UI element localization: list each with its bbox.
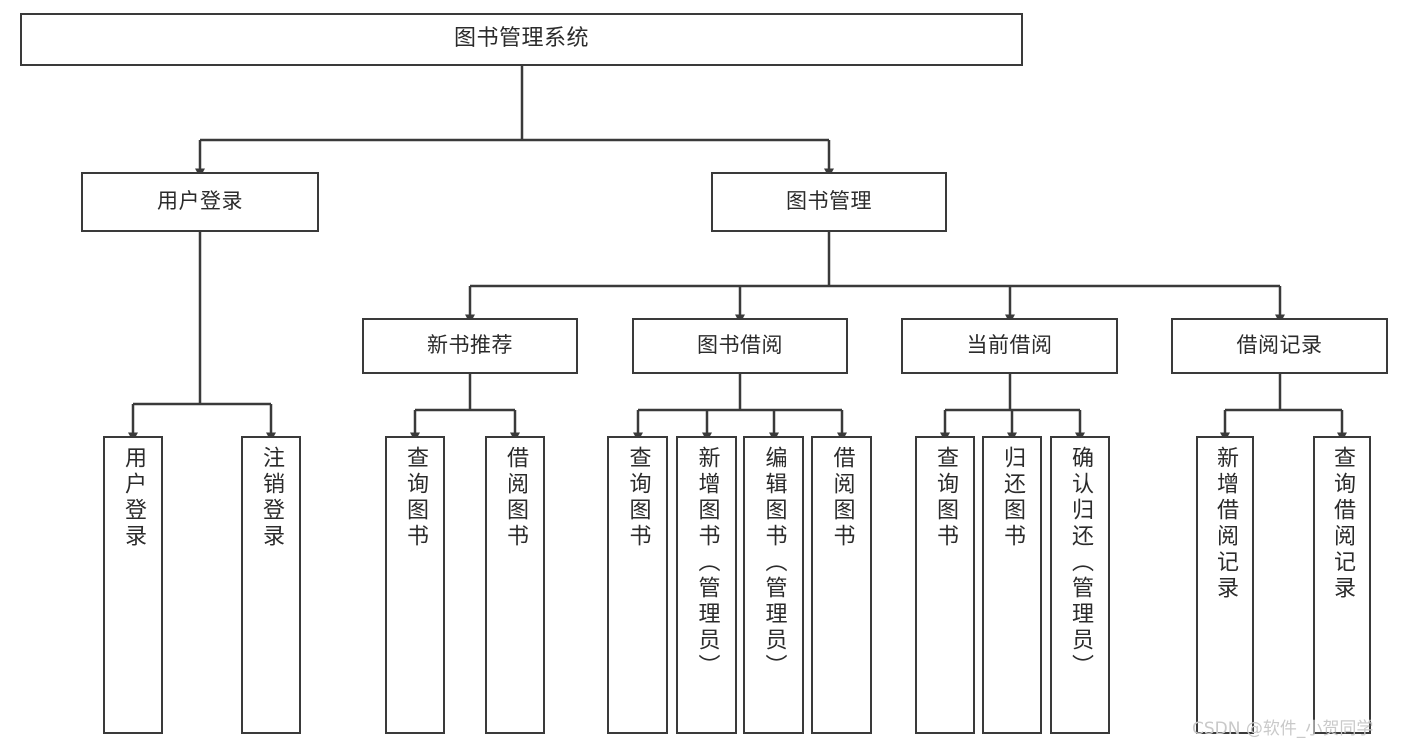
- node-label: 查询图书: [933, 446, 958, 550]
- node-leaf-12[interactable]: 新增借阅记录: [1196, 436, 1254, 734]
- node-root[interactable]: 图书管理系统: [20, 13, 1023, 66]
- node-leaf-1[interactable]: 用户登录: [103, 436, 163, 734]
- node-leaf-11[interactable]: 确认归还（管理员）: [1050, 436, 1110, 734]
- node-label: 用户登录: [157, 189, 243, 214]
- node-label: 新书推荐: [427, 333, 513, 358]
- node-label: 归还图书: [1000, 446, 1025, 550]
- node-label: 查询图书: [403, 446, 428, 550]
- node-label: 图书管理系统: [453, 26, 589, 52]
- node-bookmgmt[interactable]: 图书管理: [711, 172, 947, 232]
- node-leaf-7[interactable]: 编辑图书（管理员）: [743, 436, 804, 734]
- node-leaf-4[interactable]: 借阅图书: [485, 436, 545, 734]
- node-label: 借阅图书: [829, 446, 855, 550]
- node-current[interactable]: 当前借阅: [901, 318, 1118, 374]
- node-leaf-9[interactable]: 查询图书: [915, 436, 975, 734]
- node-label: 图书管理: [786, 189, 872, 214]
- node-records[interactable]: 借阅记录: [1171, 318, 1388, 374]
- node-label: 注销登录: [259, 446, 284, 550]
- node-label: 新增借阅记录: [1213, 446, 1238, 602]
- node-label: 图书借阅: [697, 333, 783, 358]
- node-label: 查询图书: [625, 446, 651, 550]
- node-borrow[interactable]: 图书借阅: [632, 318, 848, 374]
- node-leaf-13[interactable]: 查询借阅记录: [1313, 436, 1371, 734]
- node-label: 编辑图书（管理员）: [761, 446, 787, 680]
- node-label: 当前借阅: [966, 333, 1053, 358]
- node-label: 借阅图书: [503, 446, 528, 550]
- node-label: 确认归还（管理员）: [1068, 446, 1093, 680]
- node-leaf-2[interactable]: 注销登录: [241, 436, 301, 734]
- node-login[interactable]: 用户登录: [81, 172, 319, 232]
- node-label: 新增图书（管理员）: [694, 446, 720, 680]
- node-leaf-10[interactable]: 归还图书: [982, 436, 1042, 734]
- node-leaf-3[interactable]: 查询图书: [385, 436, 445, 734]
- node-leaf-6[interactable]: 新增图书（管理员）: [676, 436, 737, 734]
- node-leaf-8[interactable]: 借阅图书: [811, 436, 872, 734]
- csdn-watermark: CSDN @软件_小贺同学: [1192, 719, 1374, 739]
- node-label: 用户登录: [121, 446, 146, 550]
- node-leaf-5[interactable]: 查询图书: [607, 436, 668, 734]
- edge-paths: [128, 66, 1347, 442]
- node-newbook[interactable]: 新书推荐: [362, 318, 578, 374]
- node-label: 查询借阅记录: [1330, 446, 1355, 602]
- node-label: 借阅记录: [1236, 333, 1323, 358]
